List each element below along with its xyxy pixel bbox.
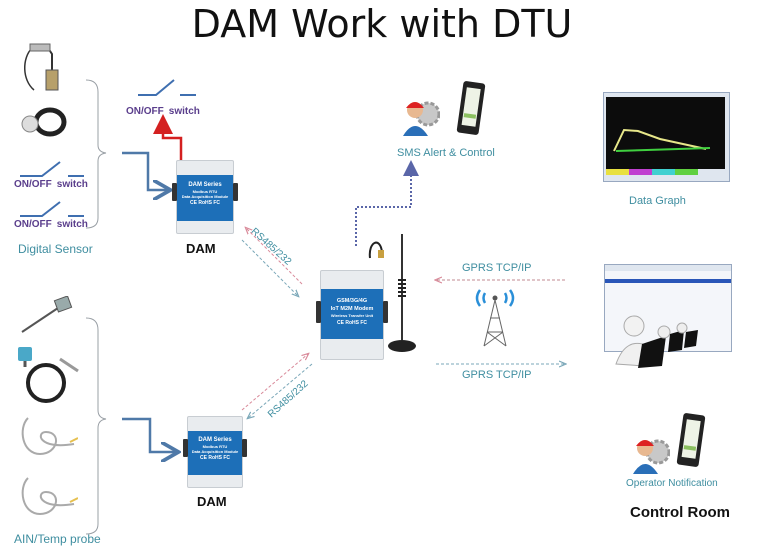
digital-input-line [122, 151, 168, 190]
temp-probe-icon [18, 414, 78, 462]
digital-switch-1: ON/OFF switch [14, 160, 94, 190]
rs485-bottom-link-a [241, 354, 308, 411]
dtu-cable-icon [364, 232, 394, 262]
gprs-out-label: GPRS TCP/IP [462, 369, 532, 381]
device-cert: CE RoHS FC [200, 455, 230, 461]
dam-top-label: DAM [186, 241, 216, 256]
antenna-icon [386, 230, 416, 360]
device-desc: Data Acquisition Module [191, 449, 239, 454]
dam-device-bottom[interactable]: DAM Series Modbus RTU Data Acquisition M… [183, 416, 247, 488]
operator-gear-icon [400, 94, 440, 140]
control-room-screen[interactable] [604, 264, 732, 352]
switch-label-switch: switch [56, 179, 88, 190]
cable-sensor-icon [18, 102, 68, 146]
device-subtitle: IoT M2M Modem [330, 306, 374, 312]
digital-sensor-label: Digital Sensor [18, 242, 93, 256]
rs485-bottom-link-b [248, 363, 313, 418]
output-switch: ON/OFF switch [126, 78, 206, 118]
switch-label-switch: switch [56, 219, 88, 230]
analog-input-line [122, 417, 176, 452]
analog-sensor-bracket [85, 317, 107, 535]
graph-lines [606, 128, 711, 175]
sms-link [355, 160, 419, 246]
switch-icon [138, 79, 196, 96]
cell-tower-icon [470, 286, 520, 356]
rs485-top-link-b [241, 239, 298, 296]
data-graph-label: Data Graph [629, 195, 686, 207]
dtu-device[interactable]: GSM/3G/4G IoT M2M Modem Wireless Transfe… [316, 270, 388, 360]
operators-icon [612, 306, 707, 376]
device-title: DAM Series [198, 437, 232, 443]
switch-label-switch: switch [168, 106, 200, 117]
dam-bottom-label: DAM [197, 494, 227, 509]
sms-alert-label: SMS Alert & Control [397, 147, 495, 159]
smartphone-icon [676, 412, 706, 470]
pressure-transmitter-icon [12, 345, 82, 405]
data-graph-window[interactable] [603, 92, 730, 182]
gprs-in-label: GPRS TCP/IP [462, 262, 532, 274]
switch-icon [20, 201, 84, 217]
operator-gear-icon [630, 432, 670, 478]
operator-notification-label: Operator Notification [626, 478, 718, 489]
switch-label-onoff: ON/OFF [14, 179, 52, 190]
thermocouple-probe-icon [18, 296, 78, 336]
switch-icon [20, 161, 84, 177]
device-title: DAM Series [188, 182, 222, 188]
smartphone-icon [456, 80, 486, 138]
switch-label-onoff: ON/OFF [126, 106, 164, 117]
float-level-sensor-icon [18, 40, 68, 98]
device-desc: Wireless Transfer Unit [330, 313, 374, 318]
device-subtitle: Modbus RTU [202, 444, 228, 449]
device-cert: CE RoHS FC [190, 200, 220, 206]
device-title: GSM/3G/4G [336, 298, 368, 304]
rs485-top-link-a [246, 228, 303, 285]
analog-sensor-label: AIN/Temp probe [14, 532, 101, 546]
digital-sensor-bracket [85, 79, 107, 229]
relay-output-arrow [153, 114, 183, 160]
control-room-label: Control Room [630, 504, 730, 521]
digital-switch-2: ON/OFF switch [14, 200, 94, 230]
device-desc: Data Acquisition Module [181, 194, 229, 199]
temp-probe-icon [18, 474, 78, 522]
dam-device-top[interactable]: DAM Series Modbus RTU Data Acquisition M… [172, 160, 238, 234]
diagram-title: DAM Work with DTU [191, 2, 573, 46]
device-cert: CE RoHS FC [337, 320, 367, 326]
device-subtitle: Modbus RTU [192, 189, 218, 194]
switch-label-onoff: ON/OFF [14, 219, 52, 230]
